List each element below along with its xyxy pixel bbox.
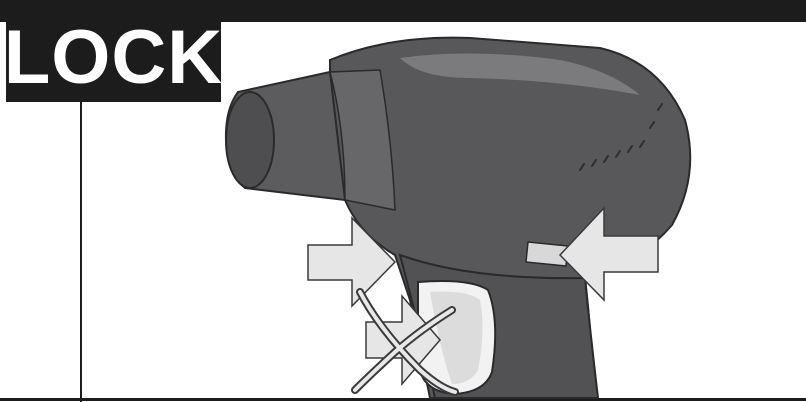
lock-badge: LOCK	[6, 14, 221, 102]
impact-driver-icon	[226, 38, 690, 398]
tool-anvil-tip	[226, 92, 274, 188]
lock-label: LOCK	[4, 20, 223, 96]
